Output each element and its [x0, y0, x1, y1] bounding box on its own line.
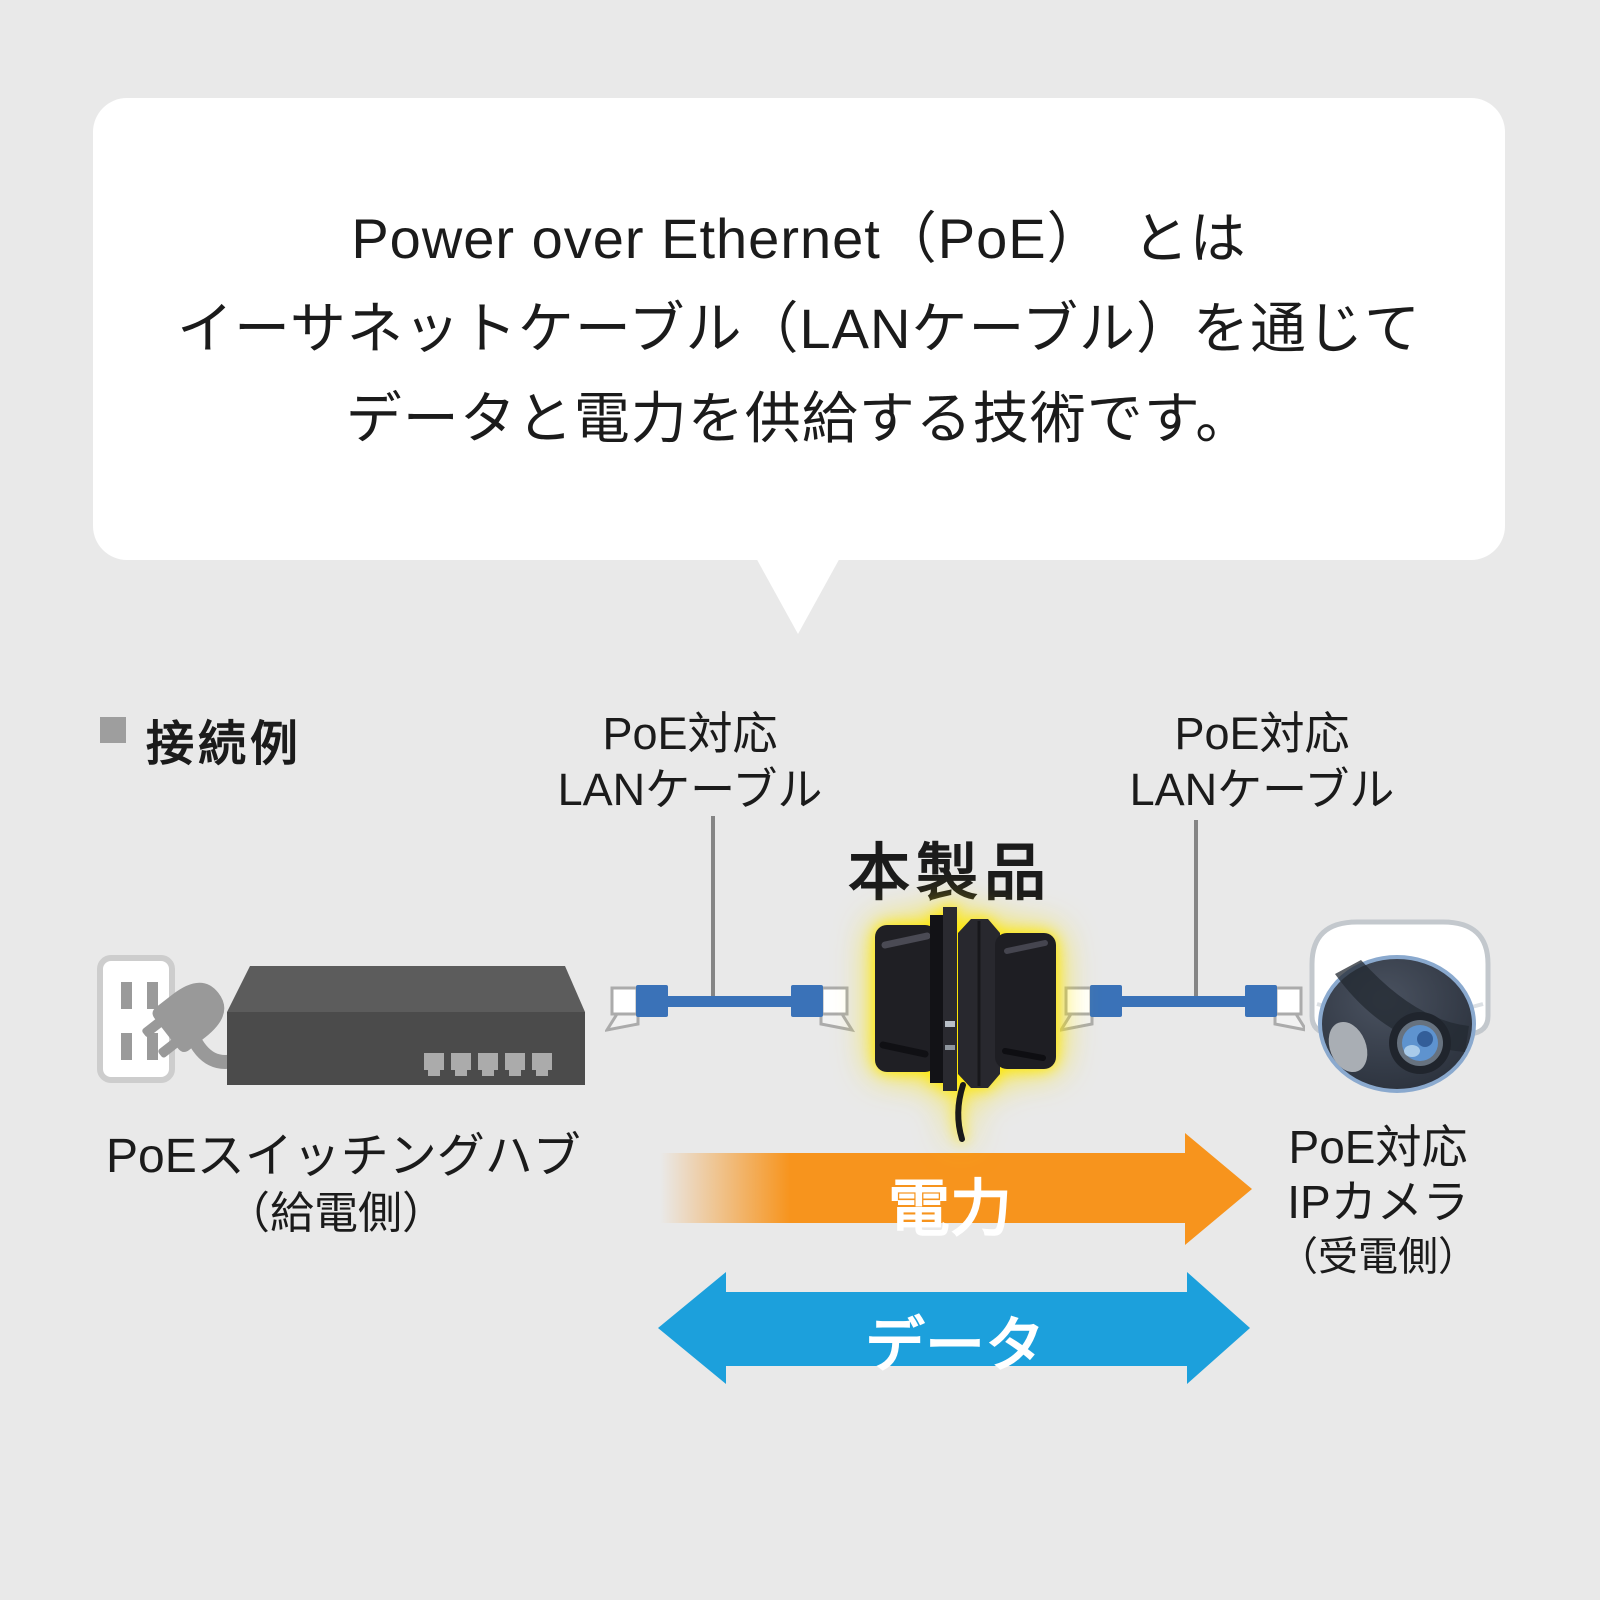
data-arrow-label: データ	[865, 1312, 1045, 1379]
cable-label-left-line1: PoE対応	[602, 708, 778, 759]
camera-label-line3: （受電側）	[1278, 1235, 1478, 1279]
hub-label-line1: PoEスイッチングハブ	[106, 1130, 581, 1183]
cable-label-right-line1: PoE対応	[1174, 708, 1350, 759]
power-outlet-plug-icon	[97, 955, 255, 1083]
lan-cable-left-icon	[605, 985, 855, 1033]
hub-label-line2: （給電側）	[226, 1189, 446, 1238]
dome-camera-icon	[1309, 919, 1491, 1093]
speech-bubble: Power over Ethernet（PoE） とは イーサネットケーブル（L…	[93, 98, 1505, 560]
cable-label-right-line2: LANケーブル	[1129, 764, 1395, 815]
data-arrow	[658, 1272, 1250, 1384]
switching-hub-icon	[227, 966, 585, 1085]
leader-line-right	[1194, 820, 1198, 996]
power-arrow-label: 電力	[887, 1175, 1012, 1244]
product-connector-icon	[875, 907, 1056, 1142]
section-title: 接続例	[146, 718, 303, 771]
bubble-line-3: データと電力を供給する技術です。	[345, 387, 1253, 450]
bubble-line-1: Power over Ethernet（PoE） とは	[351, 207, 1247, 270]
cable-label-right: PoE対応 LANケーブル	[1102, 706, 1422, 818]
lan-cable-right-icon	[1060, 985, 1305, 1032]
camera-label: PoE対応 IPカメラ （受電側）	[1258, 1120, 1498, 1284]
speech-bubble-tail	[755, 556, 841, 634]
camera-label-line2: IPカメラ	[1287, 1176, 1469, 1228]
camera-label-line1: PoE対応	[1288, 1121, 1468, 1173]
power-arrow	[660, 1133, 1252, 1245]
cable-label-left: PoE対応 LANケーブル	[530, 706, 850, 818]
leader-line-left	[711, 816, 715, 998]
bubble-line-2: イーサネットケーブル（LANケーブル）を通じて	[176, 297, 1422, 360]
product-label: 本製品	[847, 839, 1052, 908]
cable-label-left-line2: LANケーブル	[557, 764, 823, 815]
hub-label: PoEスイッチングハブ （給電側）	[106, 1128, 581, 1242]
section-bullet-square	[100, 717, 126, 743]
hub-ports	[424, 1053, 552, 1076]
